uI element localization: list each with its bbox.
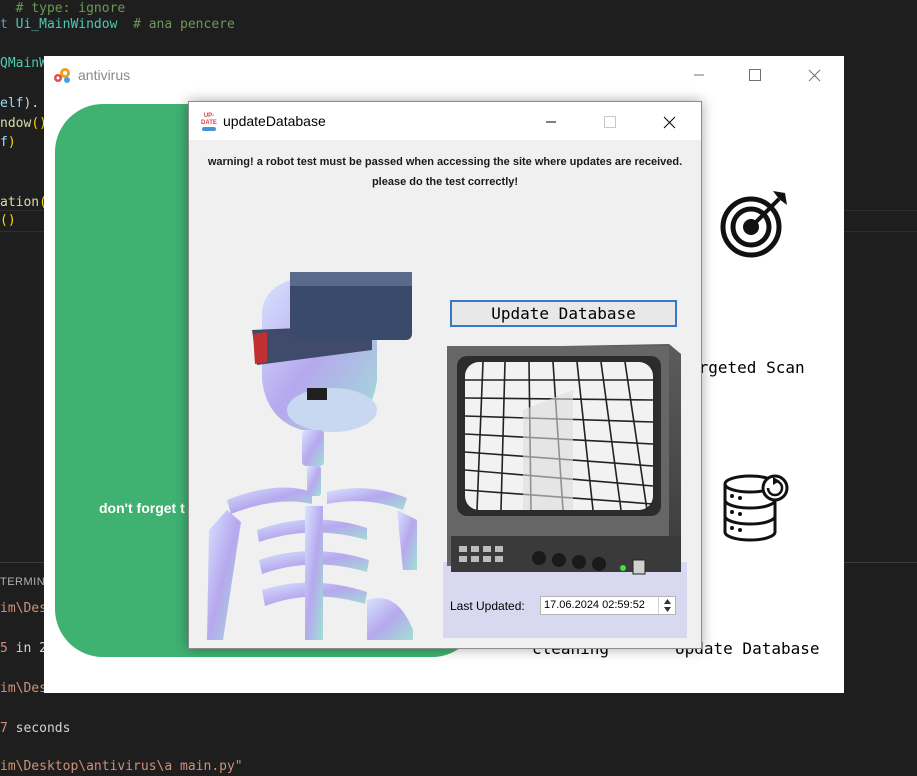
code-token: seconds <box>7 721 71 736</box>
maximize-icon <box>604 116 616 128</box>
code-token: elf <box>0 96 24 111</box>
minimize-icon <box>546 121 556 123</box>
robot-test-warning: warning! a robot test must be passed whe… <box>189 152 701 192</box>
update-database-label[interactable]: Update Database <box>675 639 820 658</box>
close-icon <box>663 116 675 128</box>
code-token: in 2 <box>7 641 47 656</box>
code-token: ndow <box>0 116 32 131</box>
update-app-icon-bottom-text: DATE <box>201 120 217 126</box>
dialog-close-button[interactable] <box>646 108 692 136</box>
code-token: im\Desktop\antivirus\a main.py" <box>0 759 243 774</box>
last-updated-value: 17.06.2024 02:59:52 <box>544 599 645 611</box>
vr-skeleton-image <box>207 272 417 640</box>
main-minimize-button[interactable] <box>676 61 722 89</box>
code-token: t <box>0 17 16 32</box>
code-token <box>117 17 133 32</box>
minimize-icon <box>694 74 704 76</box>
warning-line-2: please do the test correctly! <box>371 176 519 188</box>
dialog-title: updateDatabase <box>223 113 326 129</box>
code-token: 7 <box>0 721 8 736</box>
code-line: t Ui_MainWindow # ana pencere <box>0 16 235 34</box>
code-line: im\Desk <box>0 680 55 698</box>
update-app-icon: UP- DATE <box>199 109 219 133</box>
gear-icon <box>54 68 70 83</box>
last-updated-label: Last Updated: <box>450 599 525 613</box>
code-token: # ana pencere <box>133 17 235 32</box>
main-close-button[interactable] <box>791 61 837 89</box>
main-maximize-button[interactable] <box>732 61 778 89</box>
code-token: ) <box>7 135 16 150</box>
code-token: QMainW <box>0 56 47 71</box>
code-line: im\Desk <box>0 600 55 618</box>
target-icon[interactable] <box>719 189 789 259</box>
code-line: ation( <box>0 194 47 212</box>
database-icon[interactable] <box>720 474 790 542</box>
code-line: 7 seconds <box>0 720 70 738</box>
code-line: im\Desktop\antivirus\a main.py" <box>0 758 243 776</box>
last-updated-datetime-edit[interactable]: 17.06.2024 02:59:52 <box>540 596 676 615</box>
main-window-title: antivirus <box>78 67 131 83</box>
code-line: () <box>0 212 16 230</box>
targeted-scan-label[interactable]: argeted Scan <box>689 358 805 377</box>
chevron-up-icon <box>663 598 671 604</box>
update-database-button[interactable]: Update Database <box>450 300 677 327</box>
code-line: f) <box>0 134 16 152</box>
code-line: # type: ignore <box>0 0 126 18</box>
code-token: # type: ignore <box>0 1 126 16</box>
code-line: QMainW <box>0 55 47 73</box>
code-token: im\Desk <box>0 601 55 616</box>
code-line: ndow() <box>0 115 47 133</box>
code-token: im\Desk <box>0 681 55 696</box>
close-icon <box>808 69 820 81</box>
spin-up-button[interactable] <box>659 597 675 605</box>
code-line: elf). <box>0 95 39 113</box>
green-panel-text: don't forget t <box>99 500 185 516</box>
dialog-maximize-button[interactable] <box>587 108 633 136</box>
dialog-titlebar[interactable]: UP- DATE updateDatabase <box>189 102 701 140</box>
update-app-icon-top-text: UP- <box>204 113 214 119</box>
code-line: 5 in 2 <box>0 640 47 658</box>
code-token: 5 <box>0 641 8 656</box>
datetime-spinner[interactable] <box>658 597 675 614</box>
main-titlebar[interactable]: antivirus <box>44 56 844 92</box>
warning-line-1: warning! a robot test must be passed whe… <box>207 156 683 168</box>
code-token: () <box>31 116 47 131</box>
dialog-minimize-button[interactable] <box>528 108 574 136</box>
update-database-dialog: UP- DATE updateDatabase warning! a robot… <box>188 101 702 649</box>
code-token: Ui_MainWindow <box>15 17 118 32</box>
code-token: ation <box>0 195 40 210</box>
code-token: () <box>0 213 16 228</box>
code-token: ). <box>23 96 40 111</box>
spin-down-button[interactable] <box>659 605 675 613</box>
crt-monitor-image <box>443 344 687 638</box>
maximize-icon <box>749 69 761 81</box>
code-token: ( <box>39 195 47 210</box>
chevron-down-icon <box>663 606 671 612</box>
code-token: f <box>0 135 8 150</box>
